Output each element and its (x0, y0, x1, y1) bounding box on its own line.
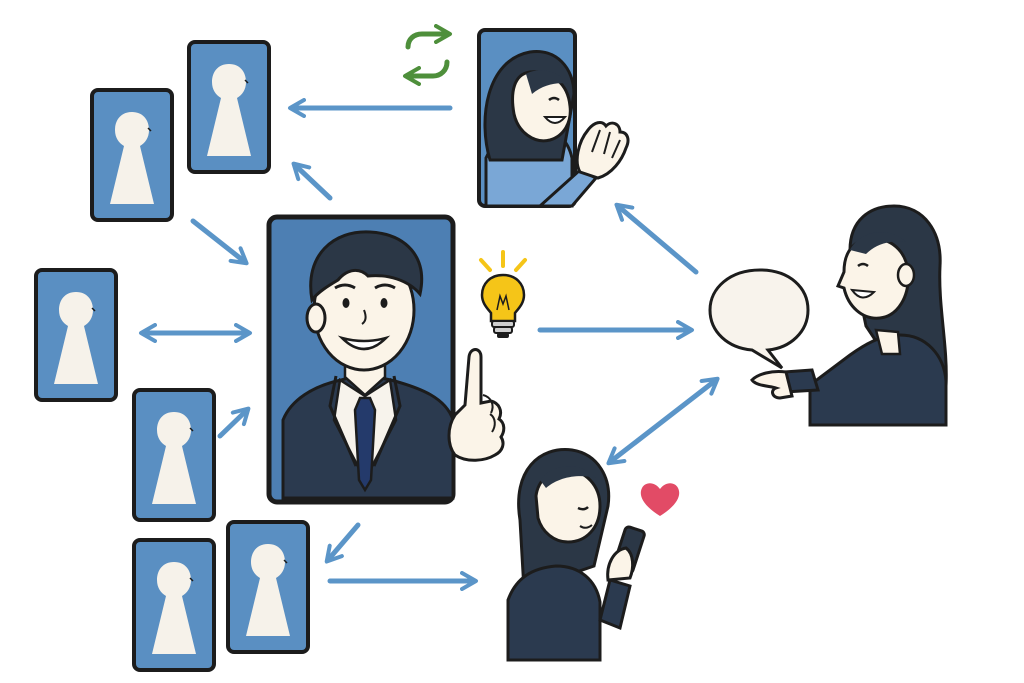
arrow (614, 202, 699, 275)
arrow (217, 406, 251, 439)
profile-card-icon (226, 520, 310, 654)
phone-user-woman-icon (506, 448, 646, 662)
clapping-woman-portrait-icon (477, 28, 630, 208)
speech-bubble-icon (708, 268, 810, 370)
arrow (291, 161, 333, 201)
profile-card-icon (34, 268, 118, 402)
lightbulb-icon (479, 250, 527, 338)
profile-card-icon (132, 388, 216, 522)
refresh-cycle-icon (403, 24, 452, 86)
profile-card-icon (90, 88, 174, 222)
arrow (190, 218, 249, 266)
heart-icon (640, 483, 680, 516)
connection-arrows (139, 98, 720, 591)
profile-card-icon (132, 538, 216, 672)
profile-card-icon (187, 40, 271, 174)
businesswoman-icon (750, 204, 948, 427)
presenter-portrait-icon (266, 214, 506, 505)
arrow (324, 522, 361, 564)
arrow (606, 376, 720, 466)
